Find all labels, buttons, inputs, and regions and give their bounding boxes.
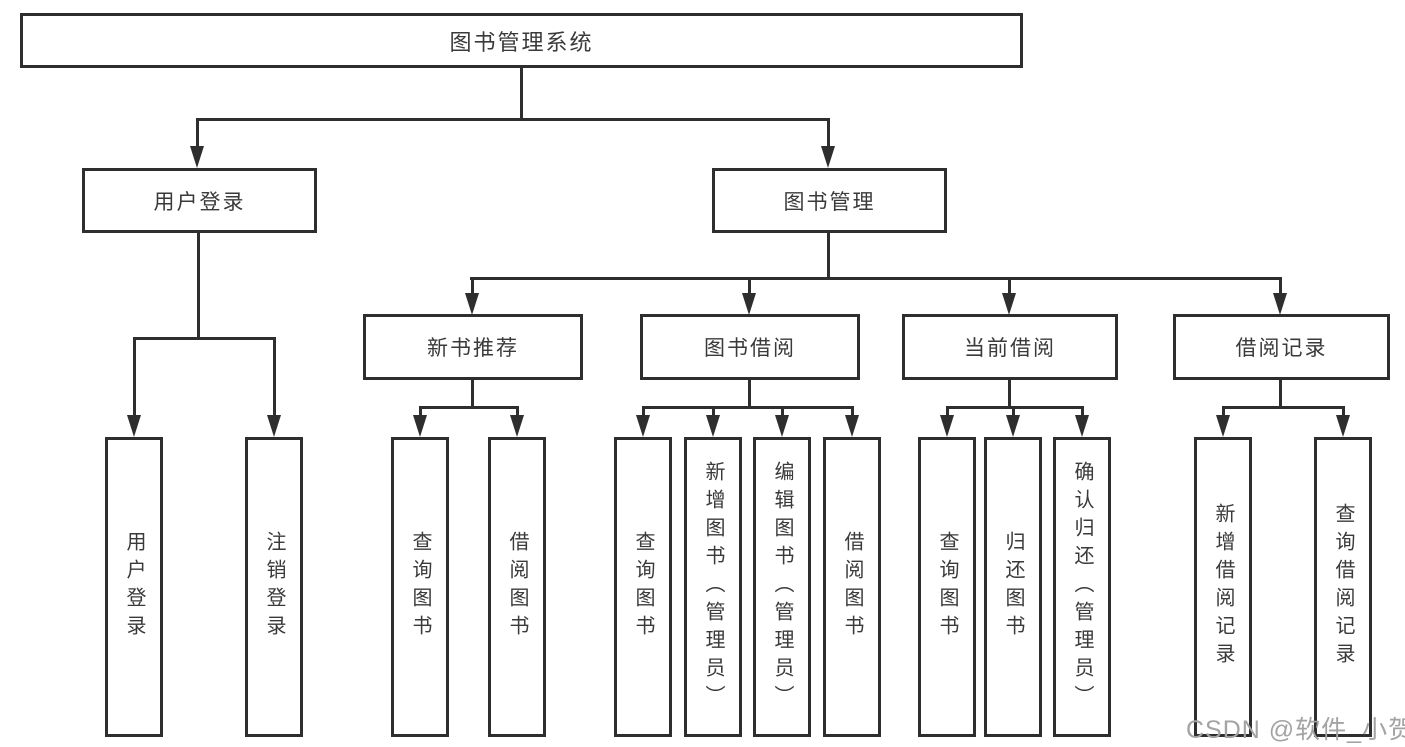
connector-drop [1012,406,1015,417]
connector-drop [133,337,136,417]
arrow-down-icon [1006,415,1020,437]
arrow-down-icon [775,415,789,437]
node-label: 确认归还（管理员） [1071,461,1093,713]
arrow-down-icon [510,415,524,437]
node-label: 当前借阅 [964,337,1056,360]
arrow-down-icon [1273,293,1287,315]
node-label: 用户登录 [123,531,145,643]
leaf-logout: 注销登录 [245,437,303,737]
node-label: 查询借阅记录 [1332,503,1354,671]
leaf-query-books-recommend: 查询图书 [391,437,449,737]
node-label: 编辑图书（管理员） [771,461,793,713]
arrow-down-icon [127,415,141,437]
connector-drop [1081,406,1084,417]
node-label: 查询图书 [632,531,654,643]
node-label: 查询图书 [409,531,431,643]
arrow-down-icon [706,415,720,437]
leaf-borrow-books-recommend: 借阅图书 [488,437,546,737]
connector-drop [712,406,715,417]
node-book-borrow: 图书借阅 [640,314,860,380]
arrow-down-icon [845,415,859,437]
leaf-edit-book-admin: 编辑图书（管理员） [753,437,811,737]
leaf-query-books-borrow: 查询图书 [614,437,672,737]
connector-drop [642,406,645,417]
leaf-user-login: 用户登录 [105,437,163,737]
node-label: 新增借阅记录 [1212,503,1234,671]
node-label: 归还图书 [1002,531,1024,643]
leaf-query-books-current: 查询图书 [918,437,976,737]
connector-borrow-trunk [748,380,751,408]
arrow-down-icon [940,415,954,437]
node-user-login: 用户登录 [82,168,317,233]
connector-drop [748,277,751,295]
connector-drop [1008,277,1011,295]
connector-user-login-trunk [197,233,200,339]
node-label: 借阅图书 [506,531,528,643]
arrow-down-icon [1002,293,1016,315]
arrow-down-icon [1336,415,1350,437]
node-label: 新书推荐 [427,337,519,360]
connector-recommend-bar [419,406,519,409]
connector-current-bar [946,406,1084,409]
arrow-down-icon [413,415,427,437]
connector-drop [827,118,830,148]
connector-current-trunk [1008,380,1011,408]
connector-drop [781,406,784,417]
arrow-down-icon [821,146,835,168]
connector-drop [273,337,276,417]
node-label: 借阅图书 [841,531,863,643]
connector-drop [1222,406,1225,417]
arrow-down-icon [190,146,204,168]
node-borrow-records: 借阅记录 [1173,314,1390,380]
connector-drop [946,406,949,417]
connector-borrow-bar [642,406,854,409]
node-label: 查询图书 [936,531,958,643]
node-label: 图书管理 [783,190,876,214]
arrow-down-icon [1216,415,1230,437]
arrow-down-icon [636,415,650,437]
leaf-add-book-admin: 新增图书（管理员） [684,437,742,737]
connector-recommend-trunk [471,380,474,408]
connector-drop [471,277,474,295]
node-label: 新增图书（管理员） [702,461,724,713]
node-book-management: 图书管理 [712,168,947,233]
node-label: 用户登录 [153,190,246,214]
node-label: 注销登录 [263,531,285,643]
leaf-confirm-return-admin: 确认归还（管理员） [1053,437,1111,737]
arrow-down-icon [1075,415,1089,437]
leaf-return-book: 归还图书 [984,437,1042,737]
node-current-borrow: 当前借阅 [902,314,1118,380]
csdn-watermark: CSDN @软件_小贺同学 [1186,716,1405,744]
connector-book-mgmt-trunk [827,233,830,279]
connector-drop [516,406,519,417]
arrow-down-icon [267,415,281,437]
connector-records-trunk [1279,380,1282,408]
node-label: 图书管理系统 [449,29,594,55]
node-new-book-recommend: 新书推荐 [363,314,583,380]
connector-drop [419,406,422,417]
arrow-down-icon [465,293,479,315]
node-root-system: 图书管理系统 [20,13,1023,68]
connector-root-trunk [520,68,523,120]
connector-level1-bar [196,118,830,121]
connector-user-login-bar [133,337,276,340]
connector-level2-bar [470,277,1281,280]
leaf-query-borrow-record: 查询借阅记录 [1314,437,1372,737]
arrow-down-icon [742,293,756,315]
connector-drop [851,406,854,417]
connector-drop [1279,277,1282,295]
node-label: 图书借阅 [704,337,796,360]
leaf-borrow-books-borrow: 借阅图书 [823,437,881,737]
connector-drop [196,118,199,148]
leaf-add-borrow-record: 新增借阅记录 [1194,437,1252,737]
connector-records-bar [1222,406,1345,409]
connector-drop [1342,406,1345,417]
node-label: 借阅记录 [1235,337,1328,360]
